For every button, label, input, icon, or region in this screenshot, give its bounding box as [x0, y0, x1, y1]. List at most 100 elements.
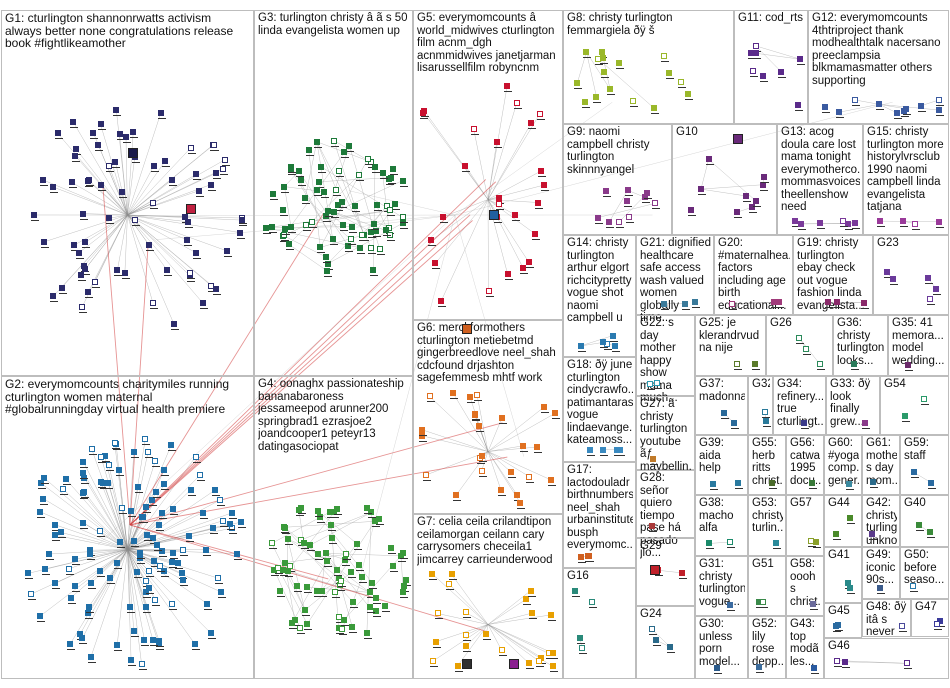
- edge-g12-9: [920, 99, 939, 107]
- node-g3-19: [280, 232, 289, 242]
- node-g1-19: [207, 181, 216, 191]
- group-g53-label: G53: christy turlin...: [752, 497, 783, 534]
- node-g56-0: [808, 479, 817, 489]
- node-g59-1: [928, 479, 937, 489]
- node-g11-7: [760, 73, 769, 83]
- node-g52-0: [755, 664, 764, 674]
- group-g50: G50: before seaso...: [900, 547, 949, 599]
- node-g40-0: [916, 522, 925, 532]
- edge-cross-7: [454, 102, 613, 216]
- node-g2-57: [219, 517, 228, 527]
- avatar-node-1: [186, 204, 196, 214]
- edge-g1-37: [115, 161, 128, 216]
- group-g18-label: G18: ðÿ june cturlington cindycrawfo... …: [567, 359, 633, 446]
- edge-g4-17: [271, 543, 306, 611]
- node-g8-0: [607, 86, 616, 96]
- edge-g2-6: [127, 549, 135, 632]
- node-g7-16: [549, 663, 558, 673]
- edge-g9-7: [597, 203, 655, 218]
- node-g4-56: [314, 587, 323, 597]
- node-g22-1: [654, 380, 663, 389]
- node-g4-4: [297, 625, 306, 635]
- edge-g4-16: [325, 553, 345, 560]
- edge-g9-4: [608, 190, 629, 223]
- group-g43: G43: top modã les...: [786, 616, 824, 679]
- node-g2-85: [228, 510, 237, 519]
- node-g2-39: [142, 604, 151, 614]
- node-g23-4: [927, 296, 936, 305]
- edge-g6-0: [487, 446, 538, 452]
- group-g41: G41: [824, 547, 862, 603]
- group-g42: G42: christy turling... unkno...: [862, 495, 900, 547]
- group-g39: G39: aida help: [695, 435, 748, 495]
- edge-g12-1: [879, 104, 906, 110]
- node-g1-46: [41, 238, 50, 248]
- edge-g2-66: [100, 531, 128, 550]
- node-g8-8: [684, 90, 693, 100]
- edge-g6-21: [487, 451, 512, 473]
- node-g2-51: [155, 521, 164, 531]
- group-g54: G54: [880, 376, 949, 435]
- node-g8-7: [650, 105, 659, 115]
- group-g56: G56: catwa... 1995 docu...: [786, 435, 824, 495]
- group-g5-label: G5: everymomcounts â world_midwives ctur…: [417, 12, 556, 74]
- edge-g1-69: [127, 214, 217, 290]
- node-g1-54: [122, 133, 131, 143]
- node-g7-10: [429, 570, 438, 580]
- node-g2-41: [217, 496, 226, 506]
- group-g1: G1: cturlington shannonrwatts activism a…: [1, 10, 254, 376]
- edge-g5-12: [487, 123, 532, 200]
- edge-g8-6: [586, 51, 597, 97]
- node-g2-20: [136, 549, 145, 559]
- node-g4-60: [382, 602, 391, 612]
- node-g6-22: [419, 426, 428, 436]
- edge-g4-24: [325, 553, 402, 557]
- node-g6-12: [552, 410, 561, 420]
- edge-g8-1: [586, 51, 611, 90]
- node-g1-58: [187, 270, 196, 280]
- edge-g19-2: [837, 301, 864, 304]
- node-g2-117: [128, 657, 137, 667]
- node-g54-0: [920, 395, 929, 405]
- node-g48-0: [899, 622, 908, 632]
- node-g4-2: [284, 535, 293, 545]
- node-g1-39: [92, 278, 101, 288]
- edge-g1-28: [78, 214, 128, 253]
- node-g9-1: [624, 187, 633, 197]
- node-g53-0: [773, 539, 782, 549]
- node-g8-12: [601, 69, 610, 79]
- group-g40: G40: [900, 495, 949, 547]
- node-g18-3: [617, 447, 626, 457]
- avatar-node-3: [462, 659, 472, 669]
- edge-g7-15: [449, 583, 489, 625]
- node-g3-53: [355, 172, 364, 182]
- edge-g4-52: [277, 567, 308, 625]
- node-g4-22: [300, 539, 309, 549]
- node-g9-4: [605, 219, 614, 229]
- node-g5-13: [540, 182, 549, 192]
- node-g4-43: [284, 567, 293, 577]
- node-g3-9: [345, 242, 354, 252]
- node-g5-1: [428, 237, 437, 247]
- edge-g6-7: [487, 451, 552, 481]
- avatar-node-0: [128, 148, 138, 158]
- node-g2-7: [203, 546, 212, 556]
- edge-g2-14: [127, 549, 154, 641]
- group-g22-label: G22: s day mother happy show mama much..…: [640, 317, 678, 404]
- node-g3-58: [302, 221, 311, 231]
- node-g2-24: [28, 591, 37, 601]
- group-g21: G21: dignified healthcare safe access wa…: [636, 235, 714, 324]
- edge-g5-20: [487, 103, 517, 200]
- edge-g2-70: [63, 489, 128, 550]
- node-g23-1: [889, 275, 898, 285]
- node-g7-19: [483, 631, 492, 641]
- group-g38-label: G38: macho alfa: [699, 497, 734, 534]
- node-g7-4: [529, 610, 538, 620]
- group-g56-label: G56: catwa... 1995 docu...: [790, 437, 821, 487]
- group-g12-label: G12: everymomcounts 4thtriproject thank …: [812, 12, 941, 87]
- edge-g2-30: [83, 472, 128, 550]
- group-g37: G37: madonna: [695, 376, 748, 435]
- edge-g6-14: [474, 414, 489, 452]
- node-g19-0: [824, 299, 833, 309]
- group-g13: G13: acog doula care lost mama tonight e…: [777, 124, 863, 235]
